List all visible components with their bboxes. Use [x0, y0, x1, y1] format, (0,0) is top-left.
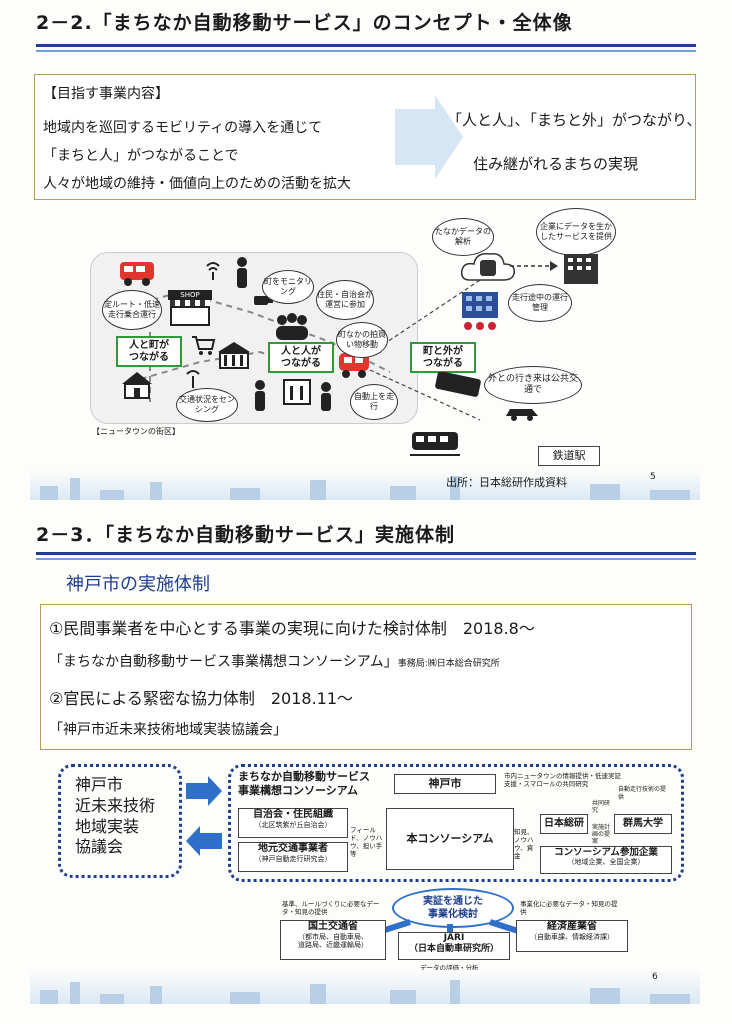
- consortium-title: まちなか自動移動サービス 事業構想コンソーシアム: [238, 770, 370, 797]
- mlit-sub: （都市局、自動車局、 道路局、近畿運輸局）: [298, 933, 368, 950]
- goal-line-3: 人々が地域の維持・価値向上のための活動を拡大: [43, 176, 351, 192]
- camera-icon: [254, 296, 273, 305]
- bubble-outside: 外との行き来は公共交通で: [484, 366, 582, 404]
- framework-item-1: ①民間事業者を中心とする事業の実現に向けた検討体制 2018.8～: [49, 619, 535, 638]
- company-building-icon: [564, 254, 598, 284]
- bubble-shopping: 町なかの拍買い物移動: [336, 322, 388, 358]
- label-town-outside: 町と外が つながる: [410, 342, 476, 373]
- page-number-6: 6: [652, 972, 658, 982]
- meti-label: 経済産業省: [547, 921, 597, 932]
- goal-line-1: 地域内を巡回するモビリティの導入を通じて: [43, 120, 323, 136]
- meti-note: 事業化に必要なデータ・知見の提供: [520, 900, 618, 917]
- bubble-autonomous: 自動上を走行: [350, 384, 398, 420]
- members-sub: （地域企業、全国企業）: [567, 858, 645, 867]
- consortium-name: 「まちなか自動移動サービス事業構想コンソーシアム」: [49, 654, 398, 670]
- local-transport-label: 地元交通事業者: [258, 843, 328, 854]
- person-icon: [237, 257, 247, 288]
- framework-item-2: ②官民による緊密な協力体制 2018.11～: [49, 689, 354, 708]
- proposal-note: 実施計画の提案: [592, 824, 611, 846]
- data-center-icon: [462, 292, 498, 330]
- bubble-data-analysis: たなかデータの解析: [432, 218, 494, 256]
- mlit-note: 基準、ルールづくりに必要なデータ・知見の提供: [282, 900, 380, 917]
- elder-person-icon: [321, 382, 331, 411]
- label-people-people: 人と人が つながる: [268, 342, 334, 373]
- members-box: コンソーシアム参加企業 （地域企業、全国企業）: [540, 846, 672, 874]
- kobe-city-note: 市内ニュータウンの情報提供・低速実証支援・スマロールの共同研究: [504, 772, 621, 789]
- restaurant-icon: [283, 379, 311, 405]
- shopping-cart-icon: [192, 336, 216, 355]
- result-line-1: 「人と人」、「まちと外」がつながり、: [447, 111, 702, 129]
- jari-note: データの評価・分析: [420, 964, 479, 972]
- council-label: 神戸市 近未来技術 地域実装 協議会: [75, 775, 156, 857]
- bubble-traffic: 交通状況をセンシング: [176, 388, 238, 422]
- page-title-section2: 2－3．「まちなか自動移動サービス」実施体制: [36, 524, 455, 546]
- kobe-city-box: 神戸市: [394, 774, 496, 794]
- title-rule-sub: [36, 50, 696, 52]
- skyline-footer-1: [30, 470, 700, 500]
- meti-box: 経済産業省 （自動車課、情報経済課）: [516, 920, 628, 952]
- bubble-driving-data: 走行途中の運行管理: [508, 284, 572, 322]
- page-title-section1: 2－2.「まちなか自動移動サービス」のコンセプト・全体像: [36, 12, 573, 34]
- arrow-left-icon: [186, 826, 222, 856]
- jiikai-box: 自治会・住民組織 （北区筑紫が丘自治会）: [238, 808, 348, 838]
- train-icon: [410, 432, 460, 456]
- taxi-icon: [506, 409, 538, 421]
- title-rule-2: [36, 552, 696, 555]
- sensor-icon: [186, 370, 200, 388]
- label-people-town: 人と町が つながる: [116, 336, 182, 367]
- arrow-right-icon: [186, 776, 222, 806]
- wifi-icon: [206, 262, 220, 280]
- source-note: 出所：日本総研作成資料: [446, 476, 567, 489]
- mlit-label: 国土交通省: [308, 921, 358, 932]
- people-group-icon: [276, 313, 308, 340]
- framework-item-2-sub: 「神戸市近未来技術地域実装協議会」: [49, 722, 287, 738]
- subtitle-kobe: 神戸市の実施体制: [66, 574, 210, 595]
- red-vehicle-icon: [339, 353, 369, 378]
- consortium-box: [228, 764, 684, 882]
- local-transport-box: 地元交通事業者 （神戸自動走行研究会）: [238, 842, 348, 872]
- page-number-5: 5: [650, 472, 656, 482]
- framework-item-1-sub: 「まちなか自動移動サービス事業構想コンソーシアム」事務局:㈱日本総合研究所: [49, 651, 500, 671]
- council-box: 神戸市 近未来技術 地域実装 協議会: [58, 764, 182, 878]
- shop-sign: SHOP: [168, 290, 212, 300]
- gunma-note: 自動走行技術の提供: [618, 786, 667, 801]
- meti-sub: （自動車課、情報経済課）: [530, 933, 614, 941]
- right-arrow-note: 知見、ノウハウ、資金: [514, 828, 534, 861]
- jari-box: JARI （日本自動車研究所）: [398, 932, 510, 960]
- secretariat-note: 事務局:㈱日本総合研究所: [397, 659, 500, 669]
- nihon-soken-box: 日本総研: [540, 814, 588, 834]
- newtown-label: 【ニュータウンの街区】: [92, 427, 180, 436]
- title-rule-sub-2: [36, 558, 696, 560]
- public-bus-icon: [435, 372, 481, 397]
- bus-icon: [120, 262, 154, 286]
- framework-box: ①民間事業者を中心とする事業の実現に向けた検討体制 2018.8～ 「まちなか自…: [40, 604, 692, 750]
- right-arrow-icon: [395, 95, 463, 179]
- bubble-residents: 住民・自治会が運営に参加: [316, 280, 374, 320]
- bubble-route: 定ルート・低速走行乗合運行: [102, 290, 162, 330]
- station-label: 鉄道駅: [538, 446, 600, 466]
- shop-building: SHOP: [168, 290, 212, 326]
- left-arrow-note: フィールド、ノウハウ、担い手等: [350, 826, 383, 859]
- cloud-icon: [460, 252, 516, 281]
- local-transport-sub: （神戸自動走行研究会）: [254, 855, 332, 863]
- bubble-town-monitoring: 町をモニタリング: [262, 270, 314, 304]
- result-line-2: 住み継がれるまちの実現: [473, 155, 639, 173]
- main-consortium-box: 本コンソーシアム: [386, 808, 514, 870]
- members-label: コンソーシアム参加企業: [554, 847, 658, 858]
- house-icon: [122, 372, 152, 399]
- gunma-box: 群馬大学: [614, 814, 672, 834]
- skyline-footer-2: [30, 970, 700, 1004]
- goal-heading: 【目指す事業内容】: [43, 86, 169, 102]
- jiikai-sub: （北区筑紫が丘自治会）: [254, 821, 332, 829]
- bubble-corporate: 企業にデータを生かしたサービスを提供: [536, 208, 616, 256]
- town-hall-icon: [218, 342, 250, 369]
- arrow-to-company: [510, 261, 558, 271]
- title-rule: [36, 44, 696, 47]
- nihon-soken-note: 共同研究: [592, 800, 611, 815]
- goal-line-2: 「まちと人」がつながることで: [43, 148, 239, 164]
- concept-box: 【目指す事業内容】 地域内を巡回するモビリティの導入を通じて 「まちと人」がつな…: [34, 74, 701, 200]
- pedestrian-icon: [255, 380, 265, 411]
- jiikai-label: 自治会・住民組織: [253, 809, 333, 820]
- mlit-box: 国土交通省 （都市局、自動車局、 道路局、近畿運輸局）: [280, 920, 386, 960]
